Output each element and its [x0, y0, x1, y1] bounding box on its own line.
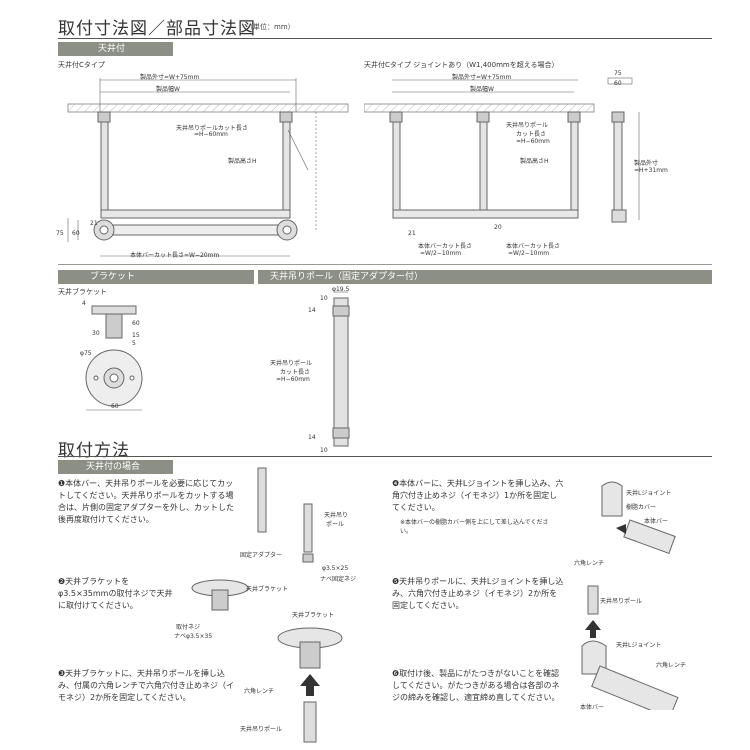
l-ceiling-bracket-2: 天井ブラケット	[246, 586, 289, 593]
step-1: ❶本体バー、天井吊りポールを必要に応じてカットしてください。天井吊りポールをカッ…	[58, 479, 234, 524]
pole-len-1: 天井吊りポール	[270, 360, 313, 367]
ceiling-c-type: 天井付Cタイプ	[58, 61, 105, 69]
n15: 15	[132, 332, 140, 339]
dim-title: 取付寸法図／部品寸法図	[58, 19, 256, 39]
l-pole-1: 天井吊り	[324, 512, 349, 519]
l-ljoint-4: 天井Lジョイント	[626, 490, 672, 497]
phi75: φ75	[80, 350, 92, 357]
product-w-right: 製品幅W	[470, 86, 494, 93]
n14-top: 14	[308, 307, 316, 314]
step-3: ❸天井ブラケットに、天井吊りポールを挿し込み、付属の六角レンチで六角穴付き止めネ…	[58, 669, 234, 702]
step-4: ❹本体バーに、天井Lジョイントを挿し込み、六角穴付き止めネジ（イモネジ）1か所を…	[392, 479, 564, 512]
outer-w-right: 製品外寸=W+75mm	[452, 74, 512, 81]
ceiling-c-joint-drawing	[364, 77, 640, 223]
step-6: ❻取付け後、製品にがたつきがないことを確認してください。がたつきがある場合は各部…	[392, 669, 560, 702]
band-bracket: ブラケット	[58, 270, 254, 284]
pole-cut-right-1: 天井吊りポール	[506, 122, 549, 129]
l-hex-3: 六角レンチ	[244, 688, 275, 695]
l-ljoint-5: 天井Lジョイント	[616, 642, 662, 649]
l-pole-full-3: 天井吊りポール	[240, 726, 283, 733]
l-nabe-1: φ3.5×25	[322, 565, 349, 572]
l-hex-4: 六角レンチ	[574, 560, 605, 567]
bar-cut-left: 本体バーカット長さ=W−20mm	[130, 252, 220, 259]
n75-left: 75	[56, 230, 64, 237]
n10-top: 10	[320, 295, 328, 302]
ceiling-bracket-title: 天井ブラケット	[58, 288, 107, 296]
l-mount-screw-2: ナベφ3.5×35	[174, 633, 213, 640]
n21-left: 21	[90, 220, 98, 227]
n60-left: 60	[72, 230, 80, 237]
band-ceiling: 天井付	[58, 42, 173, 56]
l-nabe-2: ナベ固定ネジ	[320, 576, 357, 583]
band-pole: 天井吊りポール（固定アダプター付）	[258, 270, 712, 284]
n14-bottom: 14	[308, 434, 316, 441]
pole-cut-right-2: カット長さ	[516, 131, 547, 138]
n4: 4	[82, 300, 86, 307]
bar-cut-half-b2: =W/2−10mm	[508, 250, 550, 257]
header-rule	[58, 38, 712, 39]
bar-cut-half-b1: 本体バーカット長さ	[506, 243, 561, 250]
l-adapter: 固定アダプター	[240, 552, 283, 559]
l-pole-2: ポール	[326, 521, 345, 528]
bar-cut-half-a1: 本体バーカット長さ	[418, 243, 473, 250]
n21-right: 21	[408, 230, 416, 237]
pole-len-2: カット長さ	[280, 369, 311, 376]
product-h-right: 製品高さH	[520, 158, 549, 165]
step-4-note: ※本体バーの樹脂カバー側を上にして差し込んでください。	[400, 519, 549, 535]
product-w-left: 製品幅W	[156, 86, 180, 93]
l-hex-5: 六角レンチ	[656, 662, 687, 669]
step3-illustration	[277, 627, 343, 743]
step2-illustration	[191, 579, 249, 611]
phi195: φ19.5	[332, 286, 350, 293]
l-pole-full-5: 天井吊りポール	[600, 598, 643, 605]
l-bar-5: 本体バー	[580, 704, 605, 711]
pole-len-3: =H−60mm	[276, 376, 310, 383]
step1-illustration	[257, 467, 314, 563]
install-title: 取付方法	[58, 441, 130, 461]
pole-drawing	[332, 291, 350, 447]
n10-bottom: 10	[320, 447, 328, 454]
ceiling-c-drawing	[67, 78, 349, 257]
n60-bracket-bottom: 60	[111, 403, 119, 410]
n75-right: 75	[614, 70, 622, 77]
outer-w-left: 製品外寸=W+75mm	[140, 74, 200, 81]
band-case: 天井付の場合	[58, 460, 173, 474]
step56-illustration	[581, 585, 679, 710]
unit-note: （単位：mm）	[246, 23, 295, 31]
outer-h-right-1: 製品外寸	[634, 160, 659, 167]
section-rule-1	[58, 264, 712, 265]
step-5: ❺天井吊りポールに、天井Lジョイントを挿し込み、六角穴付き止めネジ（イモネジ）2…	[392, 577, 564, 610]
bar-cut-half-a2: =W/2−10mm	[420, 250, 462, 257]
l-resin-4: 樹脂カバー	[626, 504, 657, 511]
l-mount-screw-1: 取付ネジ	[176, 624, 201, 631]
product-h-left: 製品高さH	[228, 158, 257, 165]
outer-h-right-2: =H+31mm	[634, 167, 668, 174]
pole-cut-left-2: =H−60mm	[194, 131, 228, 138]
n5: 5	[132, 340, 136, 347]
install-rule	[58, 456, 712, 457]
step-2: ❷天井ブラケットをφ3.5×35mmの取付ネジで天井に取付けてください。	[58, 577, 173, 610]
l-bar-4: 本体バー	[644, 518, 669, 525]
l-ceiling-bracket-3: 天井ブラケット	[292, 612, 335, 619]
n60-bracket: 60	[132, 320, 140, 327]
pole-cut-right-3: =H−60mm	[516, 138, 550, 145]
n60-right: 60	[614, 80, 622, 87]
step4-illustration	[601, 481, 676, 554]
bracket-drawing	[85, 305, 143, 411]
n20-right: 20	[494, 224, 502, 231]
ceiling-c-joint: 天井付Cタイプ ジョイントあり（W1,400mmを超える場合）	[364, 61, 559, 69]
n30: 30	[92, 330, 100, 337]
pole-cut-left-1: 天井吊りポールカット長さ	[176, 125, 248, 132]
